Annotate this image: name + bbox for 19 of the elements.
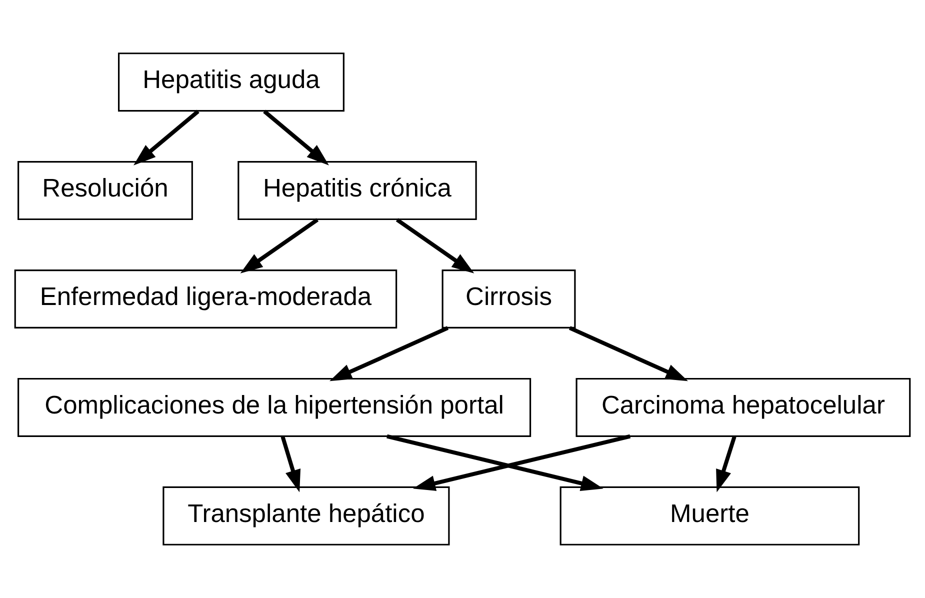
arrow xyxy=(263,110,329,166)
node-box: Muerte xyxy=(560,486,860,546)
node-box: Carcinoma hepatocelular xyxy=(576,378,911,437)
arrow xyxy=(134,110,200,166)
arrow xyxy=(386,434,604,491)
arrow xyxy=(568,326,688,382)
arrow xyxy=(396,218,474,274)
arrow xyxy=(240,218,319,274)
node-box: Complicaciones de la hipertensión portal xyxy=(18,378,532,437)
arrow xyxy=(716,436,736,492)
arrow xyxy=(280,436,301,492)
arrow xyxy=(329,326,449,382)
node-box: Enfermedad ligera-moderada xyxy=(14,270,398,328)
arrow xyxy=(412,434,631,491)
node-box: Resolución xyxy=(18,161,193,220)
node-box: Transplante hepático xyxy=(162,486,450,546)
node-box: Hepatitis crónica xyxy=(238,161,477,220)
node-box: Hepatitis aguda xyxy=(118,52,344,112)
node-box: Cirrosis xyxy=(442,270,576,328)
